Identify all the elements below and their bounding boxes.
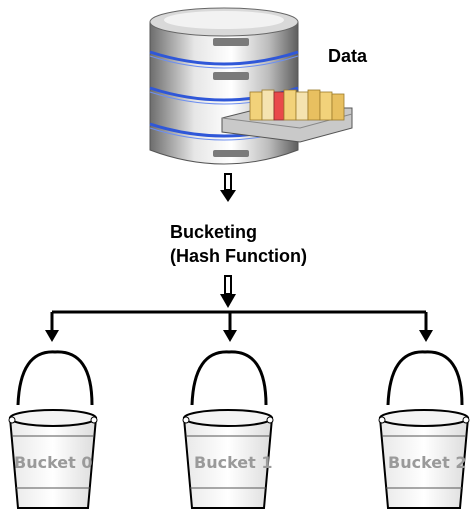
distribution-connector: [50, 310, 428, 330]
branch-arrowheads: [45, 330, 433, 342]
folders-icon: [249, 89, 345, 121]
bucket-1-icon: [182, 350, 274, 509]
hash-function-label: Bucketing (Hash Function): [170, 220, 307, 268]
data-label: Data: [328, 46, 368, 66]
database-server-icon: [149, 7, 353, 165]
bucket-2-label: Bucket 2: [388, 453, 466, 472]
bucket-0-icon: [8, 350, 98, 509]
hash-function-subtitle: (Hash Function): [170, 246, 307, 266]
arrow-down-icon: [220, 275, 236, 308]
bucketing-title: Bucketing: [170, 222, 258, 242]
bucket-1-label: Bucket 1: [194, 453, 272, 472]
bucket-2-icon: [378, 350, 470, 509]
bucket-0-label: Bucket 0: [14, 453, 92, 472]
arrow-down-icon: [220, 173, 236, 202]
